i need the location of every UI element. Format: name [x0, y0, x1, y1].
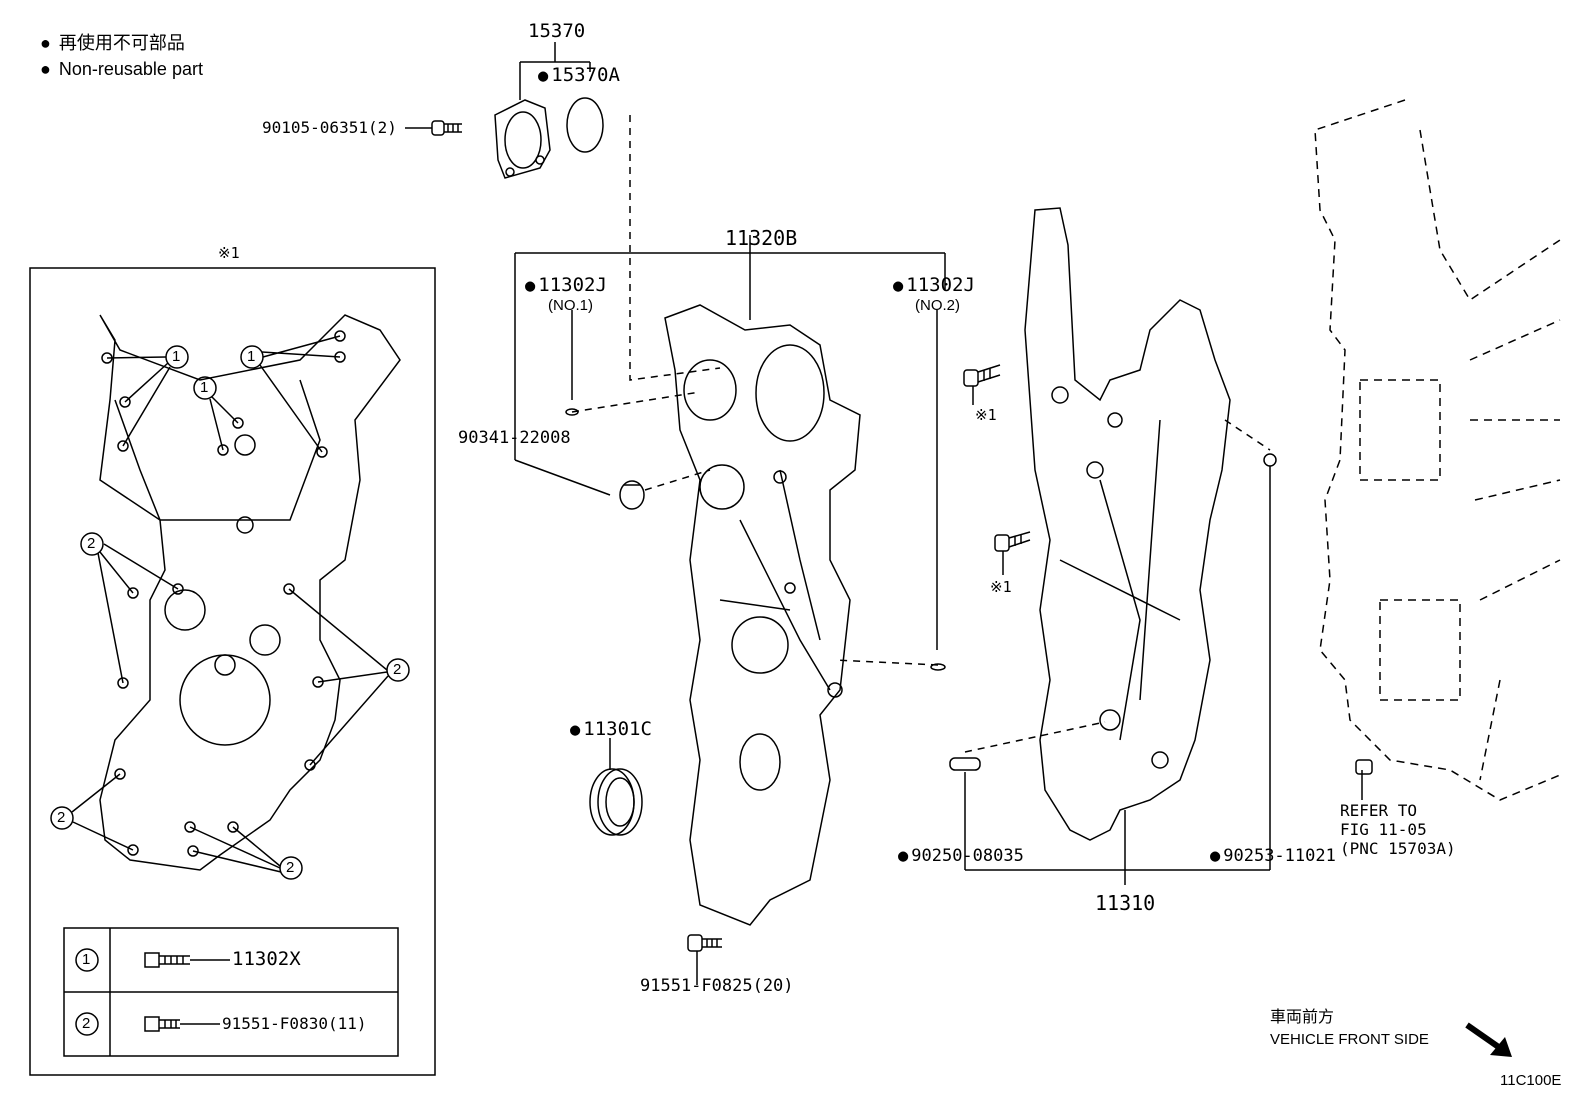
inset-row-1-num: 1	[82, 951, 91, 968]
front-side-jp: 車両前方	[1270, 1009, 1335, 1026]
refer-line-2: FIG 11-05	[1340, 820, 1427, 839]
label-11302J-no2-sub: (NO.2)	[915, 297, 960, 314]
figure-code: 11C100E	[1500, 1072, 1562, 1089]
label-11301C: 11301C	[570, 720, 652, 739]
callout-1-a: 1	[172, 348, 181, 365]
bolt-note1-a	[963, 364, 1001, 405]
plug-90341	[619, 480, 645, 510]
callout-2-c: 2	[57, 809, 66, 826]
label-note1-b: ※1	[990, 578, 1012, 596]
bolt-90105	[431, 120, 462, 136]
callout-2-b: 2	[393, 661, 402, 678]
retainer-15370	[494, 99, 551, 179]
label-90105-06351: 90105-06351(2)	[262, 118, 397, 137]
label-11302J-no1-sub: (NO.1)	[548, 297, 593, 314]
label-90341-22008: 90341-22008	[458, 428, 571, 448]
legend-jp: 再使用不可部品	[40, 30, 203, 56]
callout-1-b: 1	[247, 348, 256, 365]
label-note1-a: ※1	[975, 406, 997, 424]
bolt-note1-b	[994, 531, 1031, 575]
label-11302J-no1: 11302J	[525, 276, 607, 295]
label-90250-08035: 90250-08035	[898, 848, 1024, 865]
timing-case-11310	[1024, 207, 1231, 841]
callout-2-a: 2	[87, 535, 96, 552]
callout-2-d: 2	[286, 859, 295, 876]
label-11302J-no2: 11302J	[893, 276, 975, 295]
label-91551-F0825: 91551-F0825(20)	[640, 976, 794, 996]
legend: 再使用不可部品 Non-reusable part	[40, 30, 203, 82]
inset-row-2-part: 91551-F0830(11)	[222, 1014, 367, 1033]
label-11310: 11310	[1095, 891, 1156, 915]
callout-1-c: 1	[200, 379, 209, 396]
front-side-en: VEHICLE FRONT SIDE	[1270, 1031, 1429, 1048]
label-90253-11021: 90253-11021	[1210, 848, 1336, 865]
timing-cover-11320B	[664, 304, 861, 926]
inset-row-2-num: 2	[82, 1015, 91, 1032]
legend-en: Non-reusable part	[40, 56, 203, 82]
label-15370: 15370	[528, 20, 586, 42]
refer-line-1: REFER TO	[1340, 801, 1418, 820]
inset-row-1-part: 11302X	[232, 948, 301, 970]
inset-title: ※1	[218, 244, 240, 262]
refer-line-3: (PNC 15703A)	[1340, 839, 1456, 858]
label-15370A: 15370A	[538, 66, 620, 85]
bolt-91551-F0825	[687, 934, 722, 985]
label-11320B: 11320B	[725, 226, 798, 250]
oil-seal-11301C	[589, 768, 643, 836]
